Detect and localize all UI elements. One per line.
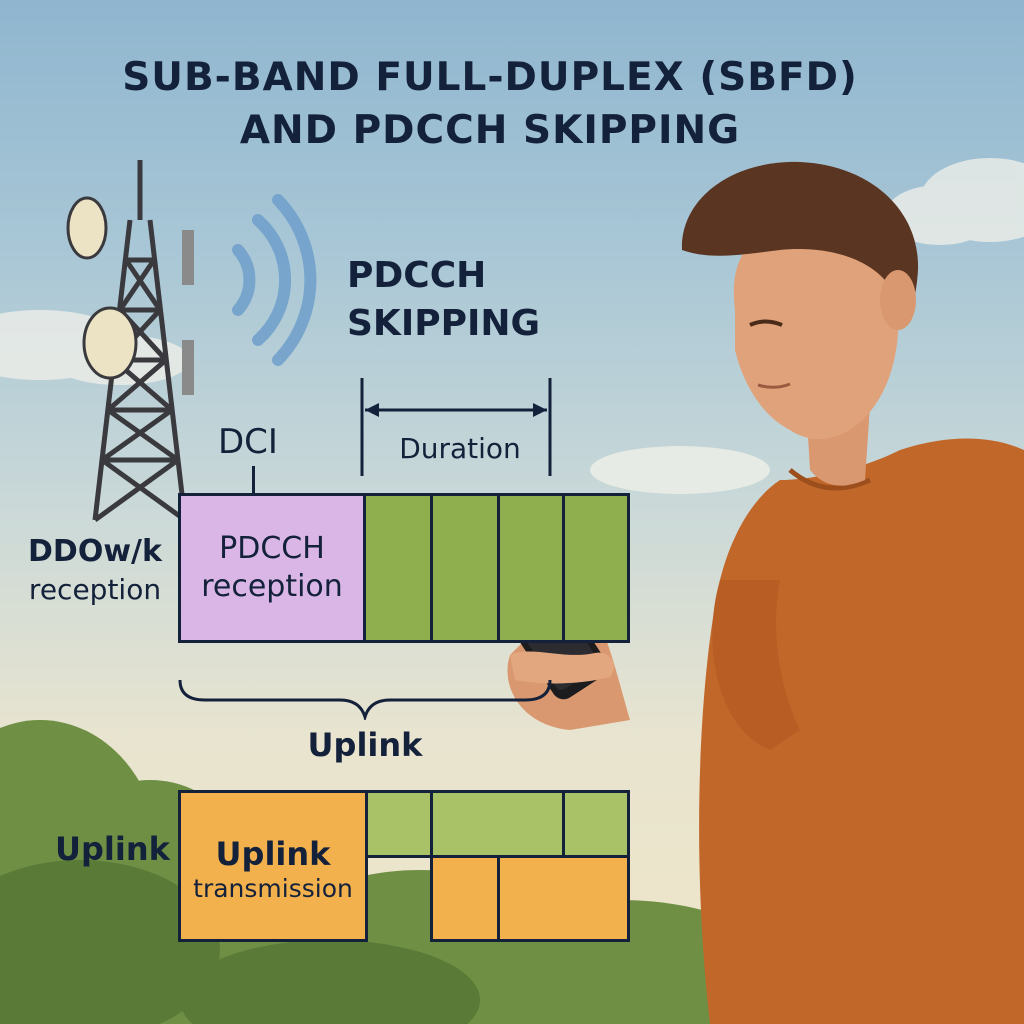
- sbfd-downlink-slot-3: [562, 790, 630, 858]
- sbfd-downlink-slot-2: [430, 790, 565, 858]
- sbfd-uplink-slot-1: [430, 855, 500, 942]
- title-line-2: AND PDCCH SKIPPING: [239, 108, 741, 153]
- skip-slot-3: [497, 493, 565, 643]
- sbfd-downlink-slot-1: [365, 790, 433, 858]
- downlink-row-label: DDOw/k reception: [20, 533, 170, 609]
- downlink-row-label-line-2: reception: [28, 573, 162, 606]
- skip-slot-4: [562, 493, 630, 643]
- uplink-brace: [178, 679, 552, 720]
- title-line-1: SUB-BAND FULL-DUPLEX (SBFD): [122, 55, 858, 100]
- downlink-row-label-line-1: DDOw/k: [28, 534, 162, 569]
- cell-tower-icon: [66, 160, 194, 523]
- duration-label: Duration: [399, 432, 521, 465]
- hair: [681, 161, 919, 325]
- skipping-label: PDCCH SKIPPING: [347, 252, 540, 348]
- skip-slot-1: [363, 493, 433, 643]
- skipping-label-line-2: SKIPPING: [347, 303, 541, 344]
- uplink-transmission-cell: Uplink transmission: [178, 790, 368, 942]
- uplink-cell-line-1: Uplink: [215, 835, 331, 873]
- person-with-phone: [681, 161, 1024, 1024]
- uplink-brace-label: Uplink: [307, 726, 423, 764]
- pdcch-reception-cell: PDCCH reception: [178, 493, 366, 643]
- skipping-label-line-1: PDCCH: [347, 255, 487, 296]
- duration-bracket: [360, 378, 552, 476]
- signal-waves-icon: [232, 194, 317, 366]
- pdcch-cell-line-1: PDCCH: [219, 531, 325, 566]
- skip-slot-2: [430, 493, 500, 643]
- pdcch-cell-line-2: reception: [201, 569, 343, 604]
- uplink-row-label: Uplink: [55, 830, 170, 868]
- sbfd-uplink-slot-2: [497, 855, 630, 942]
- orange-shirt: [699, 438, 1024, 1024]
- uplink-cell-line-2: transmission: [193, 874, 353, 903]
- face: [733, 220, 899, 440]
- dci-pointer: [252, 466, 255, 496]
- dci-label: DCI: [218, 422, 278, 462]
